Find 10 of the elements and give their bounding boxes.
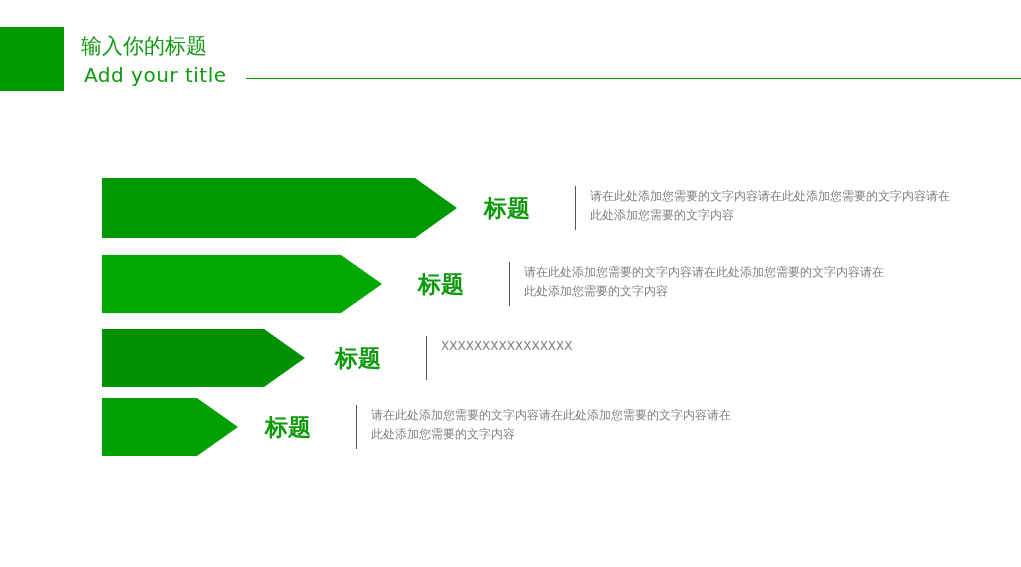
body-text: 请在此处添加您需要的文字内容请在此处添加您需要的文字内容请在此处添加您需要的文字内容	[524, 264, 885, 300]
heading-text: 标题	[418, 270, 464, 298]
body-text: 请在此处添加您需要的文字内容请在此处添加您需要的文字内容请在此处添加您需要的文字内容	[590, 188, 951, 224]
heading-text: 标题	[335, 344, 381, 372]
slide-subtitle: Add your title	[84, 63, 227, 87]
body-text: 请在此处添加您需要的文字内容请在此处添加您需要的文字内容请在此处添加您需要的文字内容	[371, 407, 732, 443]
heading-text: 标题	[265, 413, 311, 441]
heading-text: 标题	[484, 194, 530, 222]
slide-title: 输入你的标题	[81, 33, 207, 60]
body-text: XXXXXXXXXXXXXXXX	[441, 338, 574, 355]
